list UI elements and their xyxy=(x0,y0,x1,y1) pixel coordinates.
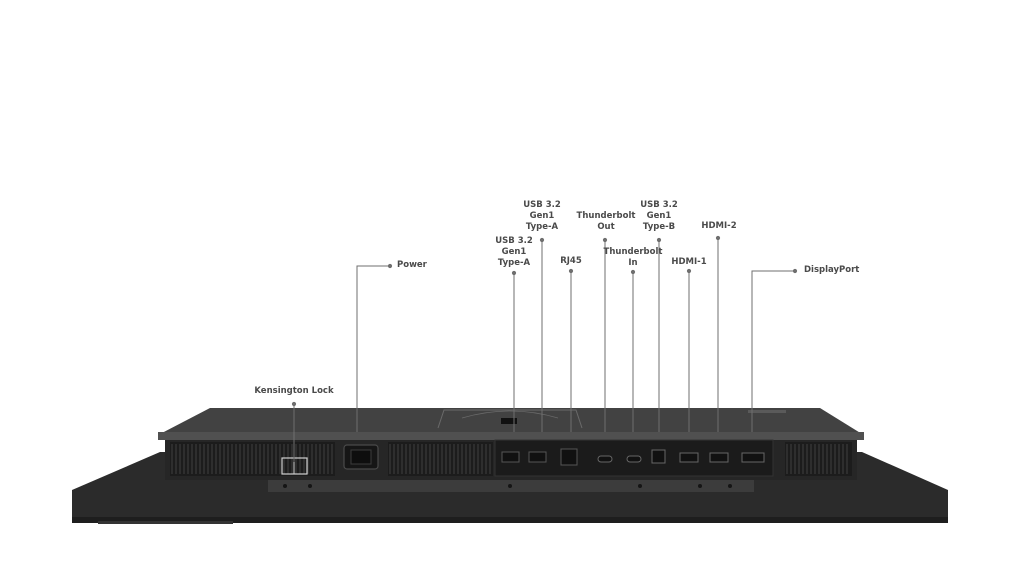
leader-power-dot xyxy=(387,263,393,269)
leader-displayport-dot xyxy=(792,268,798,274)
hdmi-1-port xyxy=(679,452,699,463)
leader-usb-b-dot xyxy=(656,237,662,243)
displayport-port xyxy=(741,452,765,463)
stand-plate-screws xyxy=(283,484,732,488)
thunderbolt-in-port xyxy=(626,455,642,463)
usb-a-port-2 xyxy=(528,451,547,463)
leader-kensington-dot xyxy=(291,401,297,407)
leader-power xyxy=(356,265,390,432)
stand-mount-clip xyxy=(501,418,517,424)
leader-thunderbolt-out-dot xyxy=(602,237,608,243)
label-rj45: RJ45 xyxy=(560,256,582,266)
usb-a-port-1 xyxy=(501,451,520,463)
usb-b-port xyxy=(651,449,666,464)
label-thunderbolt-in: Thunderbolt In xyxy=(603,247,663,268)
label-hdmi-2: HDMI-2 xyxy=(701,221,737,231)
stand-mount-arc xyxy=(461,410,559,419)
rj45-port xyxy=(560,448,578,466)
hdmi-2-port xyxy=(709,452,729,463)
leader-displayport xyxy=(751,270,795,432)
monitor-housing-edge xyxy=(158,432,864,440)
leader-hdmi-1-dot xyxy=(686,268,692,274)
vent-grille-mid xyxy=(388,442,493,476)
logo-mark xyxy=(748,410,786,413)
leader-usb-a-1-dot xyxy=(511,270,517,276)
label-power: Power xyxy=(397,260,427,270)
label-usb-a-2: USB 3.2 Gen1 Type-A xyxy=(523,200,561,232)
monitor-base-bottom xyxy=(72,517,948,523)
leader-usb-a-2-dot xyxy=(539,237,545,243)
stand-mount-outline xyxy=(437,409,583,429)
thunderbolt-out-port xyxy=(597,455,613,463)
label-hdmi-1: HDMI-1 xyxy=(671,257,707,267)
leader-rj45-dot xyxy=(568,268,574,274)
label-usb-a-1: USB 3.2 Gen1 Type-A xyxy=(495,236,533,268)
label-displayport: DisplayPort xyxy=(804,265,860,275)
leader-thunderbolt-in-dot xyxy=(630,269,636,275)
leader-hdmi-2-dot xyxy=(715,235,721,241)
label-usb-b: USB 3.2 Gen1 Type-B xyxy=(640,200,678,232)
label-kensington-lock: Kensington Lock xyxy=(254,386,334,396)
monitor-base-foot xyxy=(98,521,233,524)
label-thunderbolt-out: Thunderbolt Out xyxy=(576,211,636,232)
